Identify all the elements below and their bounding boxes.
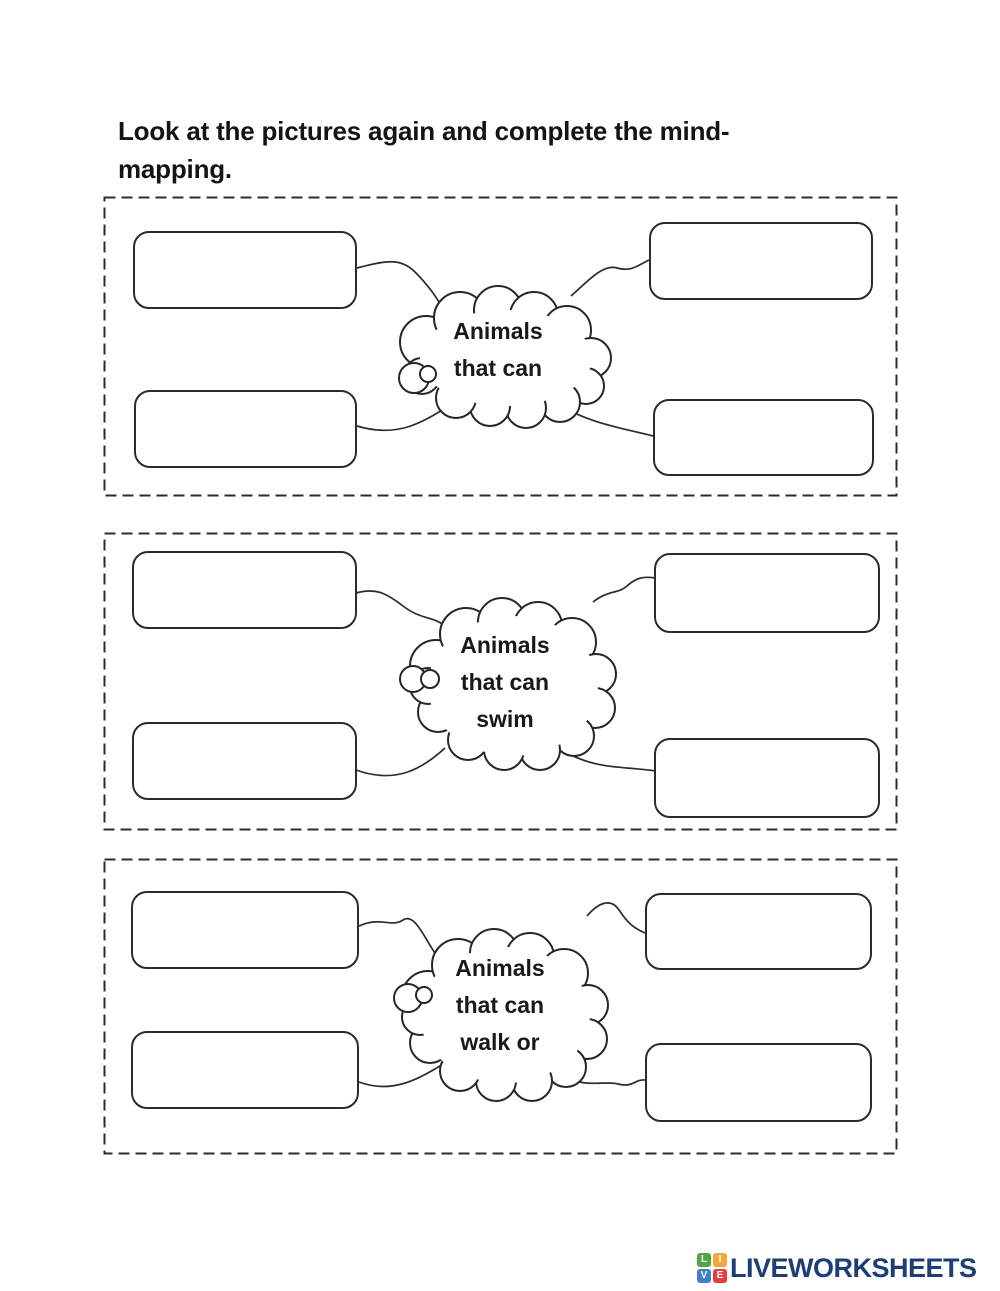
cloud-label: Animals that can walk or bbox=[390, 950, 610, 1061]
logo-square-v: V bbox=[697, 1269, 711, 1283]
dashed-border bbox=[103, 858, 898, 1155]
cloud-label-line: swim bbox=[476, 706, 534, 732]
brand-name: LIVEWORKSHEETS bbox=[730, 1252, 977, 1283]
page-title: Look at the pictures again and complete … bbox=[118, 112, 818, 188]
answer-box-top-left[interactable] bbox=[132, 551, 357, 629]
mind-map-drawing-1 bbox=[103, 196, 898, 497]
answer-box-bottom-left[interactable] bbox=[132, 722, 357, 800]
dashed-border bbox=[103, 196, 898, 497]
answer-box-top-right[interactable] bbox=[654, 553, 880, 633]
answer-box-bottom-left[interactable] bbox=[131, 1031, 359, 1109]
cloud-label-line: Animals bbox=[453, 318, 543, 344]
cloud-label: Animals that can bbox=[388, 313, 608, 387]
logo-square-e: E bbox=[713, 1269, 727, 1283]
thought-bubble-circles bbox=[399, 665, 440, 693]
liveworksheets-logo[interactable]: L I V E LIVEWORKSHEETS bbox=[697, 1251, 977, 1285]
thought-bubble-circles bbox=[393, 983, 433, 1013]
answer-box-bottom-right[interactable] bbox=[645, 1043, 872, 1122]
answer-box-bottom-right[interactable] bbox=[653, 399, 874, 476]
answer-box-bottom-right[interactable] bbox=[654, 738, 880, 818]
answer-box-top-right[interactable] bbox=[645, 893, 872, 970]
mind-map-drawing-3 bbox=[103, 858, 898, 1155]
page-title-line2: mapping. bbox=[118, 154, 232, 184]
cloud-shape bbox=[409, 597, 617, 771]
cloud-shape bbox=[401, 928, 609, 1102]
logo-square-l: L bbox=[697, 1253, 711, 1267]
answer-box-top-left[interactable] bbox=[131, 891, 359, 969]
liveworksheets-grid-icon: L I V E bbox=[697, 1253, 727, 1283]
mind-map-section-3: Animals that can walk or bbox=[103, 858, 898, 1155]
logo-square-i: I bbox=[713, 1253, 727, 1267]
cloud-label-line: Animals bbox=[455, 955, 545, 981]
cloud-label-line: Animals bbox=[460, 632, 550, 658]
cloud-label: Animals that can swim bbox=[395, 627, 615, 738]
cloud-label-line: that can bbox=[460, 669, 550, 695]
answer-box-top-left[interactable] bbox=[133, 231, 357, 309]
connector-lines bbox=[358, 902, 646, 1088]
answer-box-bottom-left[interactable] bbox=[134, 390, 357, 468]
answer-box-top-right[interactable] bbox=[649, 222, 873, 300]
cloud-label-line: that can bbox=[453, 355, 543, 381]
thought-bubble-circles bbox=[398, 362, 437, 394]
page-title-line1: Look at the pictures again and complete … bbox=[118, 116, 730, 146]
mind-map-section-1: Animals that can bbox=[103, 196, 898, 497]
cloud-label-line: walk or bbox=[460, 1029, 540, 1055]
dashed-border bbox=[103, 532, 898, 831]
mind-map-drawing-2 bbox=[103, 532, 898, 831]
cloud-label-line: that can bbox=[455, 992, 545, 1018]
mind-map-section-2: Animals that can swim bbox=[103, 532, 898, 831]
